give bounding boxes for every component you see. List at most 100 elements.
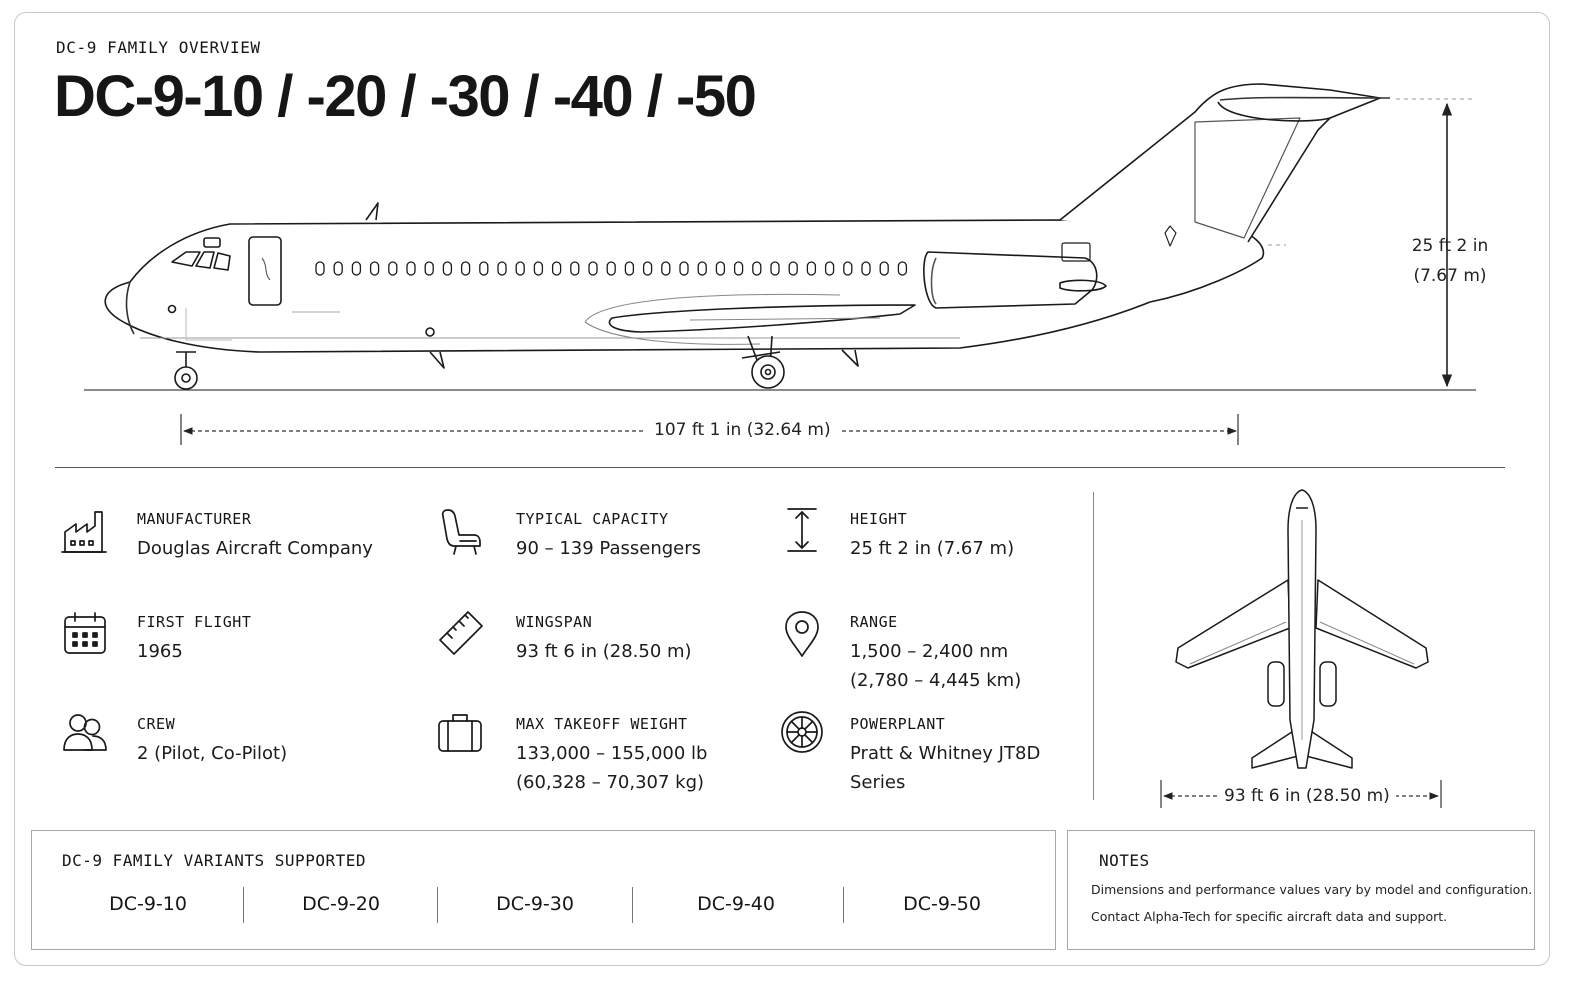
factory-icon [61,511,107,553]
spec-label: MANUFACTURER [137,510,252,528]
variant-separator [843,887,844,923]
spec-label: HEIGHT [850,510,908,528]
section-divider [55,467,1505,468]
cabin-window [624,261,635,276]
variant-item: DC-9-20 [302,893,380,915]
top-view-aircraft [1175,489,1429,769]
cabin-window [733,261,744,276]
spec-value-line1: 133,000 – 155,000 lb [516,743,708,764]
cabin-window [879,261,889,276]
spec-value: 1965 [137,641,183,662]
spec-value-line1: Pratt & Whitney JT8D [850,743,1041,764]
cabin-window [551,261,562,276]
cabin-window [824,261,835,276]
cabin-window [588,261,598,276]
variant-item: DC-9-40 [697,893,775,915]
wingspan-label: 93 ft 6 in (28.50 m) [1218,786,1396,806]
variant-separator [437,887,438,923]
cabin-window [806,261,817,276]
side-engine [923,251,1098,309]
vertical-stabilizer [1059,83,1381,243]
location-pin-icon [785,611,819,657]
main-gear [741,335,785,389]
ruler-icon [439,611,483,655]
spec-label: POWERPLANT [850,715,946,733]
cabin-window [406,261,416,276]
top-left-stabilizer [1251,727,1299,769]
cabin-window [661,261,671,276]
notes-title: NOTES [1099,851,1150,870]
top-left-wing [1175,579,1291,669]
spec-label: FIRST FLIGHT [137,613,252,631]
spec-value: 93 ft 6 in (28.50 m) [516,641,692,662]
cabin-window [642,261,653,276]
cabin-window [770,261,780,276]
cabin-window [843,261,853,276]
forward-door [248,236,282,306]
cabin-window [497,261,507,276]
spec-value: 2 (Pilot, Co-Pilot) [137,743,288,764]
height-icon [787,508,817,552]
cabin-window [351,261,362,276]
top-right-stabilizer [1305,727,1353,769]
cabin-window [606,261,616,276]
luggage-icon [438,714,482,752]
cabin-window [460,261,471,276]
spec-value: 25 ft 2 in (7.67 m) [850,538,1015,559]
spec-value: Douglas Aircraft Company [137,538,373,559]
cabin-window [442,261,453,276]
spec-value-line1: 1,500 – 2,400 nm [850,641,1009,662]
cabin-window [788,261,798,276]
cabin-window [697,261,707,276]
engine-icon [781,711,823,753]
cabin-window [515,261,525,276]
spec-value-line2: (60,328 – 70,307 kg) [516,772,705,793]
spec-value-line2: (2,780 – 4,445 km) [850,670,1022,691]
spec-value: 90 – 139 Passengers [516,538,702,559]
cabin-window [533,261,544,276]
variant-separator [243,887,244,923]
variants-box [31,830,1056,950]
note-line: Dimensions and performance values vary b… [1091,882,1533,897]
cabin-window [861,261,871,276]
length-label: 107 ft 1 in (32.64 m) [644,420,841,440]
variant-separator [632,887,633,923]
note-line: Contact Alpha-Tech for specific aircraft… [1091,909,1448,924]
notes-box [1067,830,1535,950]
nose-gear [174,351,198,390]
column-divider [1093,492,1094,800]
cabin-window [388,261,398,276]
variants-title: DC-9 FAMILY VARIANTS SUPPORTED [62,851,366,870]
cabin-window [570,261,580,276]
seat-icon [441,509,481,555]
cabin-window [752,261,762,276]
height-label-line1: 25 ft 2 in [1411,236,1489,256]
top-right-engine [1319,661,1337,707]
page-eyebrow: DC-9 FAMILY OVERVIEW [56,38,261,57]
calendar-icon [64,612,106,654]
cabin-window [369,261,380,276]
spec-value-line2: Series [850,772,906,793]
cabin-window [897,261,908,276]
page-title: DC-9-10 / -20 / -30 / -40 / -50 [54,64,757,129]
cabin-window [315,261,325,276]
cabin-window [424,261,434,276]
cabin-window [715,261,726,276]
spec-label: CREW [137,715,176,733]
crew-icon [63,714,107,751]
spec-label: RANGE [850,613,898,631]
page-frame [14,12,1550,966]
top-left-engine [1267,661,1285,707]
variant-item: DC-9-10 [109,893,187,915]
cabin-window [479,261,489,276]
cabin-windows [315,261,908,276]
cabin-window [679,261,689,276]
cabin-window [333,261,343,276]
variant-item: DC-9-50 [903,893,981,915]
variant-item: DC-9-30 [496,893,574,915]
spec-label: MAX TAKEOFF WEIGHT [516,715,688,733]
height-label-line2: (7.67 m) [1413,266,1487,286]
spec-label: WINGSPAN [516,613,593,631]
top-right-wing [1315,579,1429,669]
